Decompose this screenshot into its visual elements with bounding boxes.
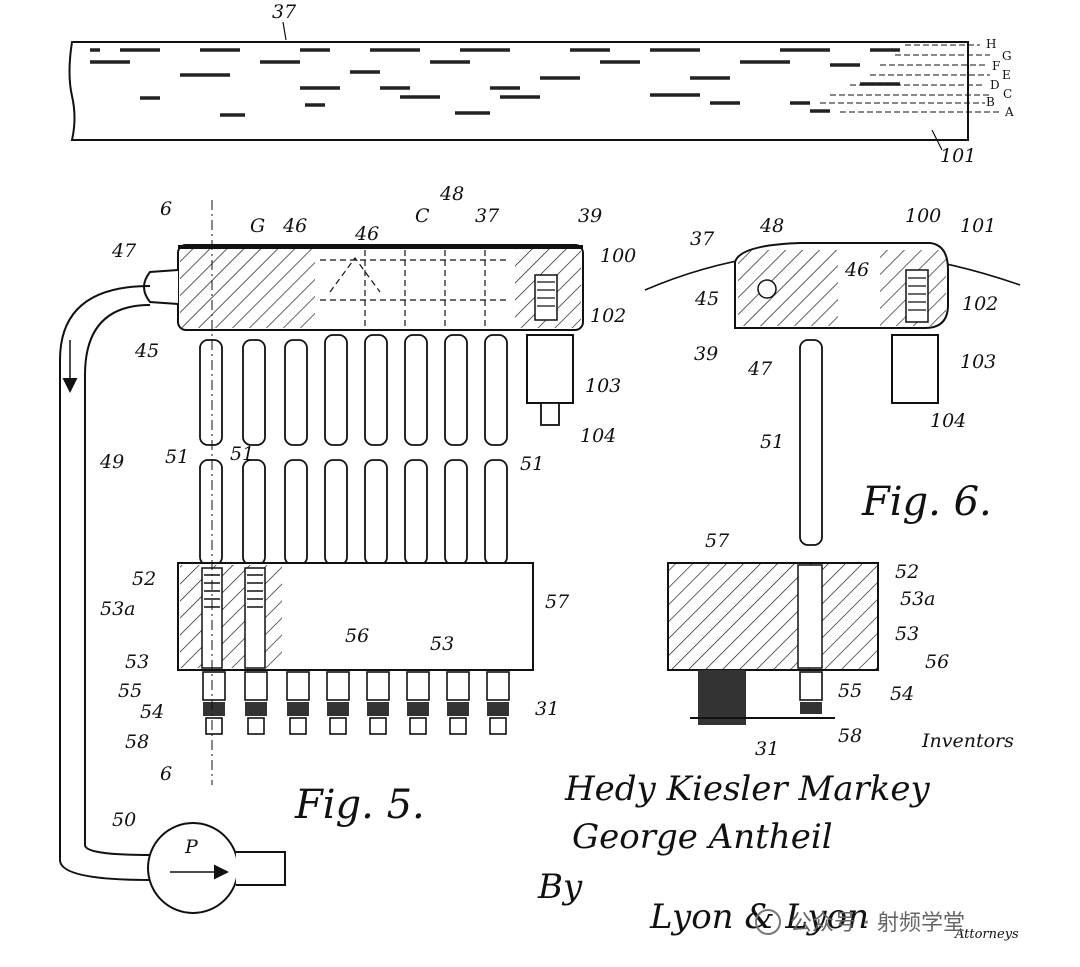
track-label-b: B [986,95,995,109]
ref-45: 45 [134,340,159,362]
ref-104: 104 [930,410,966,432]
ref-51c: 51 [230,443,254,465]
fig6-block-57 [667,562,879,671]
inventors-heading: Inventors [921,730,1014,752]
inventors-block: Inventors Hedy Kiesler Markey George Ant… [537,730,1019,942]
solenoid-103 [526,334,574,404]
ref-55: 55 [118,680,142,702]
ref-47: 47 [111,240,137,262]
ref-53: 53 [125,651,149,673]
tracker-bar-hatched-left [180,247,315,328]
ref-48: 48 [759,215,784,237]
ref-37: 37 [475,205,500,227]
ref-57: 57 [545,591,570,613]
ref-48: 48 [439,183,464,205]
ref-56: 56 [925,651,949,673]
ref-101: 101 [960,215,996,237]
ref-58: 58 [838,725,862,747]
attorneys-label: Attorneys [954,927,1019,942]
track-label-e: E [1002,68,1011,82]
fig5-reference-numerals: 47 G 46 46 C 48 37 39 100 102 103 104 45… [99,183,636,858]
valve-pads-54 [203,702,509,716]
inventor-name-1: Hedy Kiesler Markey [564,769,931,809]
ref-53: 53 [895,623,919,645]
ref-46b: 46 [354,223,379,245]
ref-53b: 53 [430,633,454,655]
fig6-tube-51 [799,339,823,546]
tape-ref-101: 101 [940,145,976,167]
suction-pipe-49-outer [59,285,151,881]
ref-52: 52 [895,561,919,583]
hidden-channels [320,250,510,328]
ref-37: 37 [690,228,715,250]
valves-53 [202,671,510,701]
track-label-h: H [986,37,996,51]
ref-53a: 53a [100,598,136,620]
valve-block-hatched-section [180,565,282,668]
ref-57: 57 [705,530,730,552]
music-roll-tape: 37 101 H G F E D C B A [68,1,1014,167]
ref-53a: 53a [900,588,936,610]
ref-100: 100 [905,205,941,227]
fig6-roller [698,670,746,725]
ref-50: 50 [112,809,136,831]
ref-47: 47 [747,358,773,380]
suction-pipe-49-inner [84,304,151,856]
fig6-caption: Fig. 6. [861,479,992,525]
ref-g: G [250,215,265,237]
track-label-a: A [1004,105,1014,119]
ref-45: 45 [694,288,719,310]
ref-46a: 46 [282,215,307,237]
watermark: 公众号 · 射频学堂 [755,909,965,936]
track-label-f: F [992,59,1000,73]
ref-54: 54 [890,683,914,705]
ref-102: 102 [590,305,626,327]
figure-6: 37 48 100 101 46 45 102 39 47 103 104 51… [644,205,1021,760]
inventor-name-2: George Antheil [572,817,833,857]
ref-103: 103 [960,351,996,373]
track-label-d: D [990,78,1000,92]
ref-49: 49 [99,451,124,473]
ref-55: 55 [838,680,862,702]
wechat-icon [755,909,781,935]
ref-39: 39 [694,343,718,365]
section-mark-top: 6 [160,198,172,220]
watermark-text: 公众号 · 射频学堂 [790,911,965,936]
track-label-c: C [1003,87,1012,101]
contacts-58 [205,717,507,735]
fig5-caption: Fig. 5. [294,782,425,828]
fig6-reference-numerals: 37 48 100 101 46 45 102 39 47 103 104 51… [690,205,998,760]
tape-ref-37: 37 [272,1,297,23]
ref-51: 51 [760,431,784,453]
by-label: By [537,867,583,907]
pump-letter-p: P [184,836,199,858]
ref-51b: 51 [520,453,544,475]
figure-5: 6 6 47 G 46 46 C 48 37 39 100 102 103 10… [59,183,636,914]
section-mark-bottom: 6 [160,763,172,785]
plunger-104 [540,402,560,426]
ref-39: 39 [578,205,602,227]
ref-31: 31 [755,738,779,760]
track-label-g: G [1002,49,1012,63]
ref-103: 103 [585,375,621,397]
ref-56: 56 [345,625,369,647]
tape-perforations [90,48,900,117]
ref-c: C [415,205,430,227]
tubes-51-upper [199,334,508,446]
tubes-51-lower [199,459,508,566]
ref-54: 54 [140,701,164,723]
ref-100: 100 [600,245,636,267]
ref-52: 52 [132,568,156,590]
fig6-solenoid-103 [891,334,939,404]
tape-track-leaders [820,44,1000,113]
ref-102: 102 [962,293,998,315]
ref-104: 104 [580,425,616,447]
ref-46: 46 [844,259,869,281]
ref-58: 58 [125,731,149,753]
ref-51a: 51 [165,446,189,468]
ref-31: 31 [535,698,559,720]
